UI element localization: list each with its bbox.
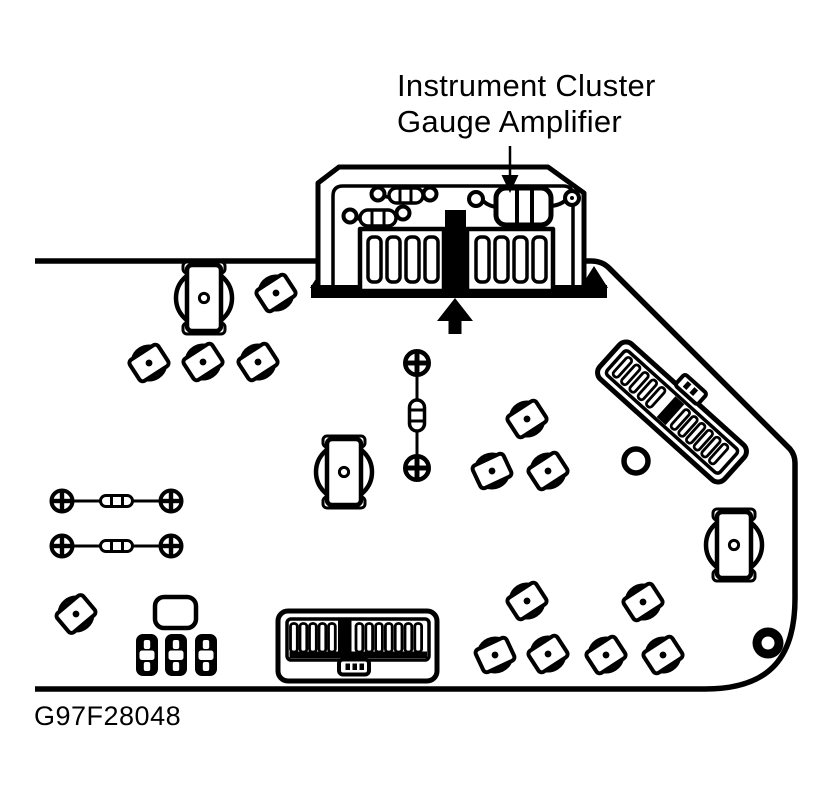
board-resistor (369, 185, 439, 205)
capacitor (136, 634, 158, 676)
bulb-socket (522, 628, 574, 680)
callout-line2: Gauge Amplifier (397, 104, 623, 139)
gauge-socket (706, 509, 762, 581)
bulb-socket (580, 629, 632, 681)
bulb-socket (522, 445, 574, 497)
callout-label: Instrument Cluster Gauge Amplifier (397, 68, 656, 140)
bulb-socket (177, 336, 229, 388)
gauge-socket (316, 436, 372, 508)
bulb-socket (250, 267, 302, 319)
gauge-amplifier-component (467, 185, 581, 228)
gauge-amplifier-module (310, 164, 608, 298)
jumper-resistor (51, 490, 182, 512)
callout-line1: Instrument Cluster (397, 68, 656, 103)
relay-outline (152, 594, 199, 631)
bulb-socket (232, 336, 284, 388)
center-key-bar (445, 210, 466, 298)
vertical-resistor-chain (405, 351, 430, 481)
bulb-socket (467, 446, 517, 496)
mounting-hole-ring (621, 446, 651, 476)
bulb-socket (123, 337, 175, 389)
bulb-socket (50, 588, 102, 640)
bulb-socket (470, 630, 520, 680)
up-arrow-marker (437, 298, 473, 334)
callout-arrow (501, 146, 519, 193)
circuit-board-outline (35, 258, 798, 692)
grommet-ring (752, 627, 784, 659)
bulb-socket (637, 629, 689, 681)
bulb-socket (617, 576, 669, 628)
jumper-resistor (51, 535, 182, 557)
edge-connector-bottom (275, 608, 440, 684)
edge-connector-upper-right (595, 339, 749, 485)
gauge-socket (176, 262, 232, 334)
bulb-socket (501, 575, 553, 627)
figure-id-label: G97F28048 (34, 701, 182, 731)
board-resistor (341, 204, 412, 228)
capacitor (195, 634, 217, 676)
bulb-socket (501, 393, 553, 445)
capacitor (165, 634, 187, 676)
